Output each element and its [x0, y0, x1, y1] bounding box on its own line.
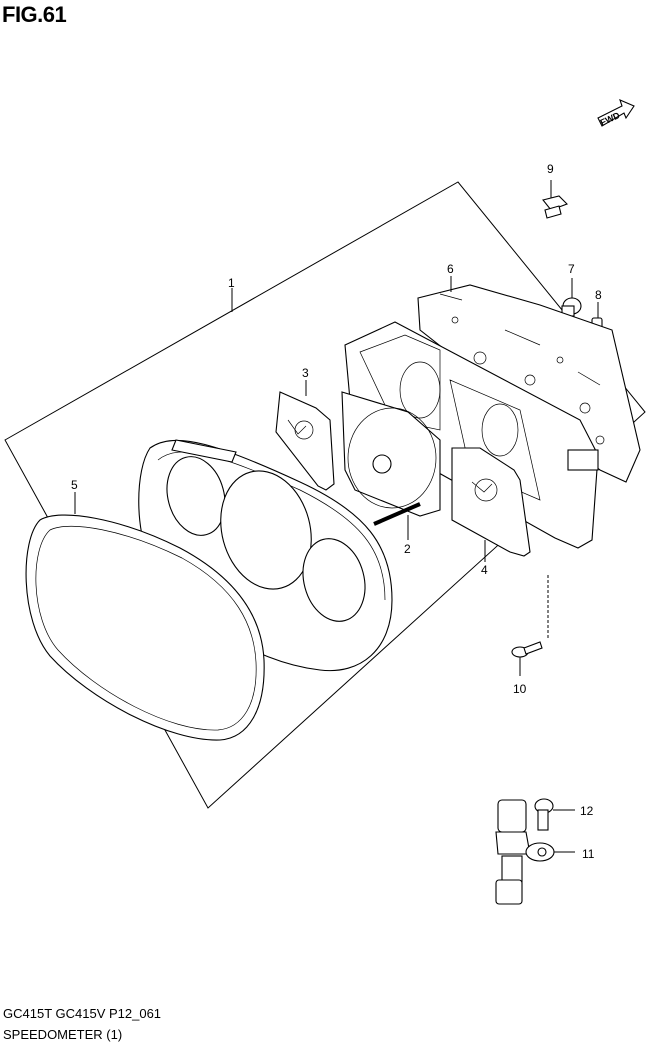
figure-title: FIG.61: [2, 2, 67, 27]
temp-gauge-plate-part-icon: [451, 447, 531, 562]
housing-frame-part-icon: [344, 321, 599, 549]
callout-1: 1: [228, 276, 235, 290]
callout-7: 7: [568, 262, 575, 276]
fwd-arrow-icon: FWD: [597, 99, 635, 128]
speed-sensor-part-icon: [495, 799, 575, 905]
callout-8: 8: [595, 288, 602, 302]
bolt-part-icon: [534, 798, 575, 831]
callout-10: 10: [513, 682, 527, 696]
callout-3: 3: [302, 366, 309, 380]
callout-4: 4: [481, 563, 488, 577]
callout-5: 5: [71, 478, 78, 492]
clip-part-icon: [542, 180, 568, 219]
callout-9: 9: [547, 162, 554, 176]
screw-part-icon: [511, 575, 549, 676]
callout-2: 2: [404, 542, 411, 556]
figure-name: SPEEDOMETER (1): [3, 1027, 123, 1042]
callout-6: 6: [447, 262, 454, 276]
callout-12: 12: [580, 804, 594, 818]
figure-code: GC415T GC415V P12_061: [3, 1006, 162, 1021]
lens-cover-part-icon: [25, 492, 265, 741]
bulb-socket-part-icon: [561, 278, 582, 317]
callout-11: 11: [582, 847, 595, 861]
speedometer-dial-part-icon: [341, 391, 441, 540]
fuel-gauge-plate-part-icon: [275, 380, 335, 491]
